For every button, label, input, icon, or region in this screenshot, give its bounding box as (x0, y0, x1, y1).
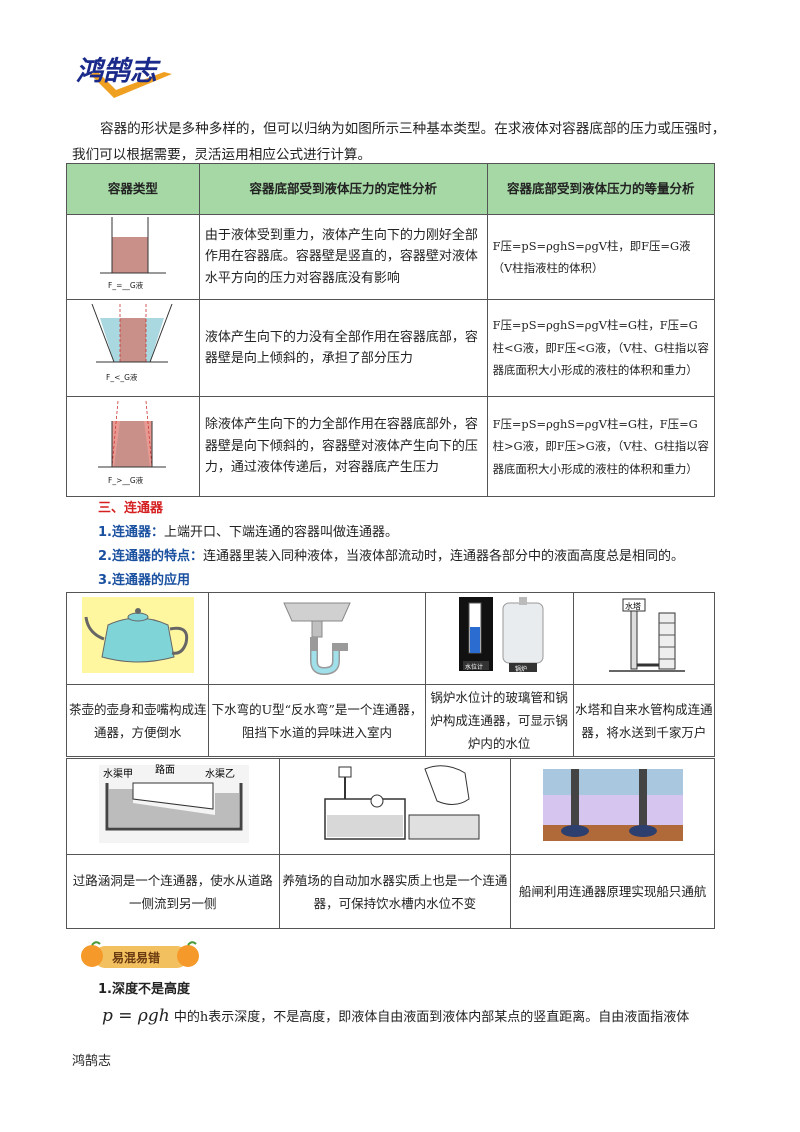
qualitative-cell: 由于液体受到重力，液体产生向下的力刚好全部作用在容器底。容器壁是竖直的，容器壁对… (198, 214, 488, 300)
definition-label: 2.连通器的特点： (98, 549, 203, 564)
caption-culvert: 过路涵洞是一个连通器，使水从道路一侧流到另一侧 (66, 854, 280, 929)
culvert-label: 路面 (155, 763, 175, 776)
water-tower-illustration: 水塔 (608, 598, 685, 672)
culvert-image-cell: 水渠甲 路面 水渠乙 (66, 758, 280, 855)
badge-label: 易混易错 (112, 950, 160, 965)
sink-trap-image-cell (208, 592, 426, 685)
caption-ship-lock: 船闸利用连通器原理实现船只通航 (510, 854, 715, 929)
ship-lock-image-cell (510, 758, 715, 855)
caption-water-tower: 水塔和自来水管构成连通器，将水送到千家万户 (572, 684, 716, 757)
col-header-type: 容器类型 (66, 163, 200, 215)
caption-boiler: 锅炉水位计的玻璃管和锅炉构成连通器，可显示锅炉内的水位 (424, 684, 574, 757)
feeder-image-cell (278, 758, 512, 855)
caption-feeder: 养殖场的自动加水器实质上也是一个连通器，可保持饮水槽内水位不变 (278, 854, 512, 929)
definition-label: 1.连通器： (98, 525, 164, 540)
relation-label: F_>__G液 (108, 475, 144, 485)
definition-1: 1.连通器：上端开口、下端连通的容器叫做连通器。 (98, 521, 398, 540)
intro-paragraph: 容器的形状是多种多样的，但可以归纳为如图所示三种基本类型。在求液体对容器底部的压… (72, 121, 726, 163)
boiler-image-cell: 水位计 锅炉 (424, 592, 574, 685)
definition-text: 上端开口、下端连通的容器叫做连通器。 (163, 525, 398, 540)
formula: p = ρgh (102, 1006, 170, 1026)
applications-table-1: 水位计 锅炉 水塔 茶壶的壶身和壶嘴构成连通器，方便倒水 下水弯的U型“反水弯”… (65, 592, 716, 757)
logo: 鸿鹄志 (72, 50, 192, 102)
section-title: 三、连通器 (98, 501, 164, 516)
sink-trap-illustration (283, 602, 351, 676)
container-widening: F_<_G液 (66, 299, 200, 397)
relation-label: F_<_G液 (106, 372, 138, 382)
qualitative-cell: 液体产生向下的力没有全部作用在容器底部，容器壁是向上倾斜的，承担了部分压力 (198, 299, 488, 397)
water-tower-image-cell: 水塔 (572, 592, 716, 685)
quantitative-cell: F压=pS=ρghS=ρgV柱，即F压=G液（V柱指液柱的体积） (486, 214, 716, 300)
teapot-image-cell (65, 592, 210, 685)
col-header-qualitative: 容器底部受到液体压力的定性分析 (198, 163, 488, 215)
definition-text: 连通器里装入同种液体，当液体部流动时，连通器各部分中的液面高度总是相同的。 (202, 549, 684, 564)
culvert-illustration: 水渠甲 路面 水渠乙 (98, 763, 249, 843)
col-header-quantitative: 容器底部受到液体压力的等量分析 (486, 163, 716, 215)
pressure-analysis-table: 容器类型 容器底部受到液体压力的定性分析 容器底部受到液体压力的等量分析 F_=… (66, 163, 716, 497)
definition-3: 3.连通器的应用 (98, 569, 190, 588)
quantitative-cell: F压=pS=ρghS=ρgV柱=G柱，F压=G柱>G液，即F压>G液，（V柱、G… (486, 396, 716, 497)
teapot-illustration (81, 597, 194, 673)
tower-label: 水塔 (625, 601, 641, 611)
definition-label: 3.连通器的应用 (98, 573, 190, 588)
logo-text: 鸿鹄志 (76, 56, 161, 87)
boiler-illustration: 水位计 锅炉 (459, 597, 544, 673)
definition-2: 2.连通器的特点：连通器里装入同种液体，当液体部流动时，连通器各部分中的液面高度… (98, 545, 738, 564)
formula-text: 中的h表示深度，不是高度，即液体自由液面到液体内部某点的竖直距离。自由液面指液体 (173, 1010, 690, 1025)
boiler-label: 锅炉 (515, 665, 527, 673)
boiler-label: 水位计 (465, 663, 483, 671)
container-narrowing: F_>__G液 (66, 396, 200, 497)
quantitative-cell: F压=pS=ρghS=ρgV柱=G柱，F压=G柱<G液，即F压<G液，（V柱、G… (486, 299, 716, 397)
ship-lock-illustration (542, 769, 683, 841)
culvert-label: 水渠乙 (205, 768, 235, 780)
applications-table-2: 水渠甲 路面 水渠乙 (66, 758, 715, 929)
qualitative-cell: 除液体产生向下的力全部作用在容器底部外，容器壁是向下倾斜的，容器壁对液体产生向下… (198, 396, 488, 497)
footer: 鸿鹄志 (72, 1054, 112, 1069)
formula-line: p = ρgh 中的h表示深度，不是高度，即液体自由液面到液体内部某点的竖直距离… (102, 1006, 689, 1026)
confusion-badge: 易混易错 (78, 938, 202, 972)
caption-teapot: 茶壶的壶身和壶嘴构成连通器，方便倒水 (65, 684, 210, 757)
relation-label: F_=__G液 (108, 280, 144, 290)
subheading: 1.深度不是高度 (98, 982, 190, 997)
caption-sink-trap: 下水弯的U型“反水弯”是一个连通器，阻挡下水道的异味进入室内 (208, 684, 426, 757)
culvert-label: 水渠甲 (103, 768, 133, 780)
feeder-illustration (324, 765, 480, 840)
container-straight: F_=__G液 (66, 214, 200, 300)
